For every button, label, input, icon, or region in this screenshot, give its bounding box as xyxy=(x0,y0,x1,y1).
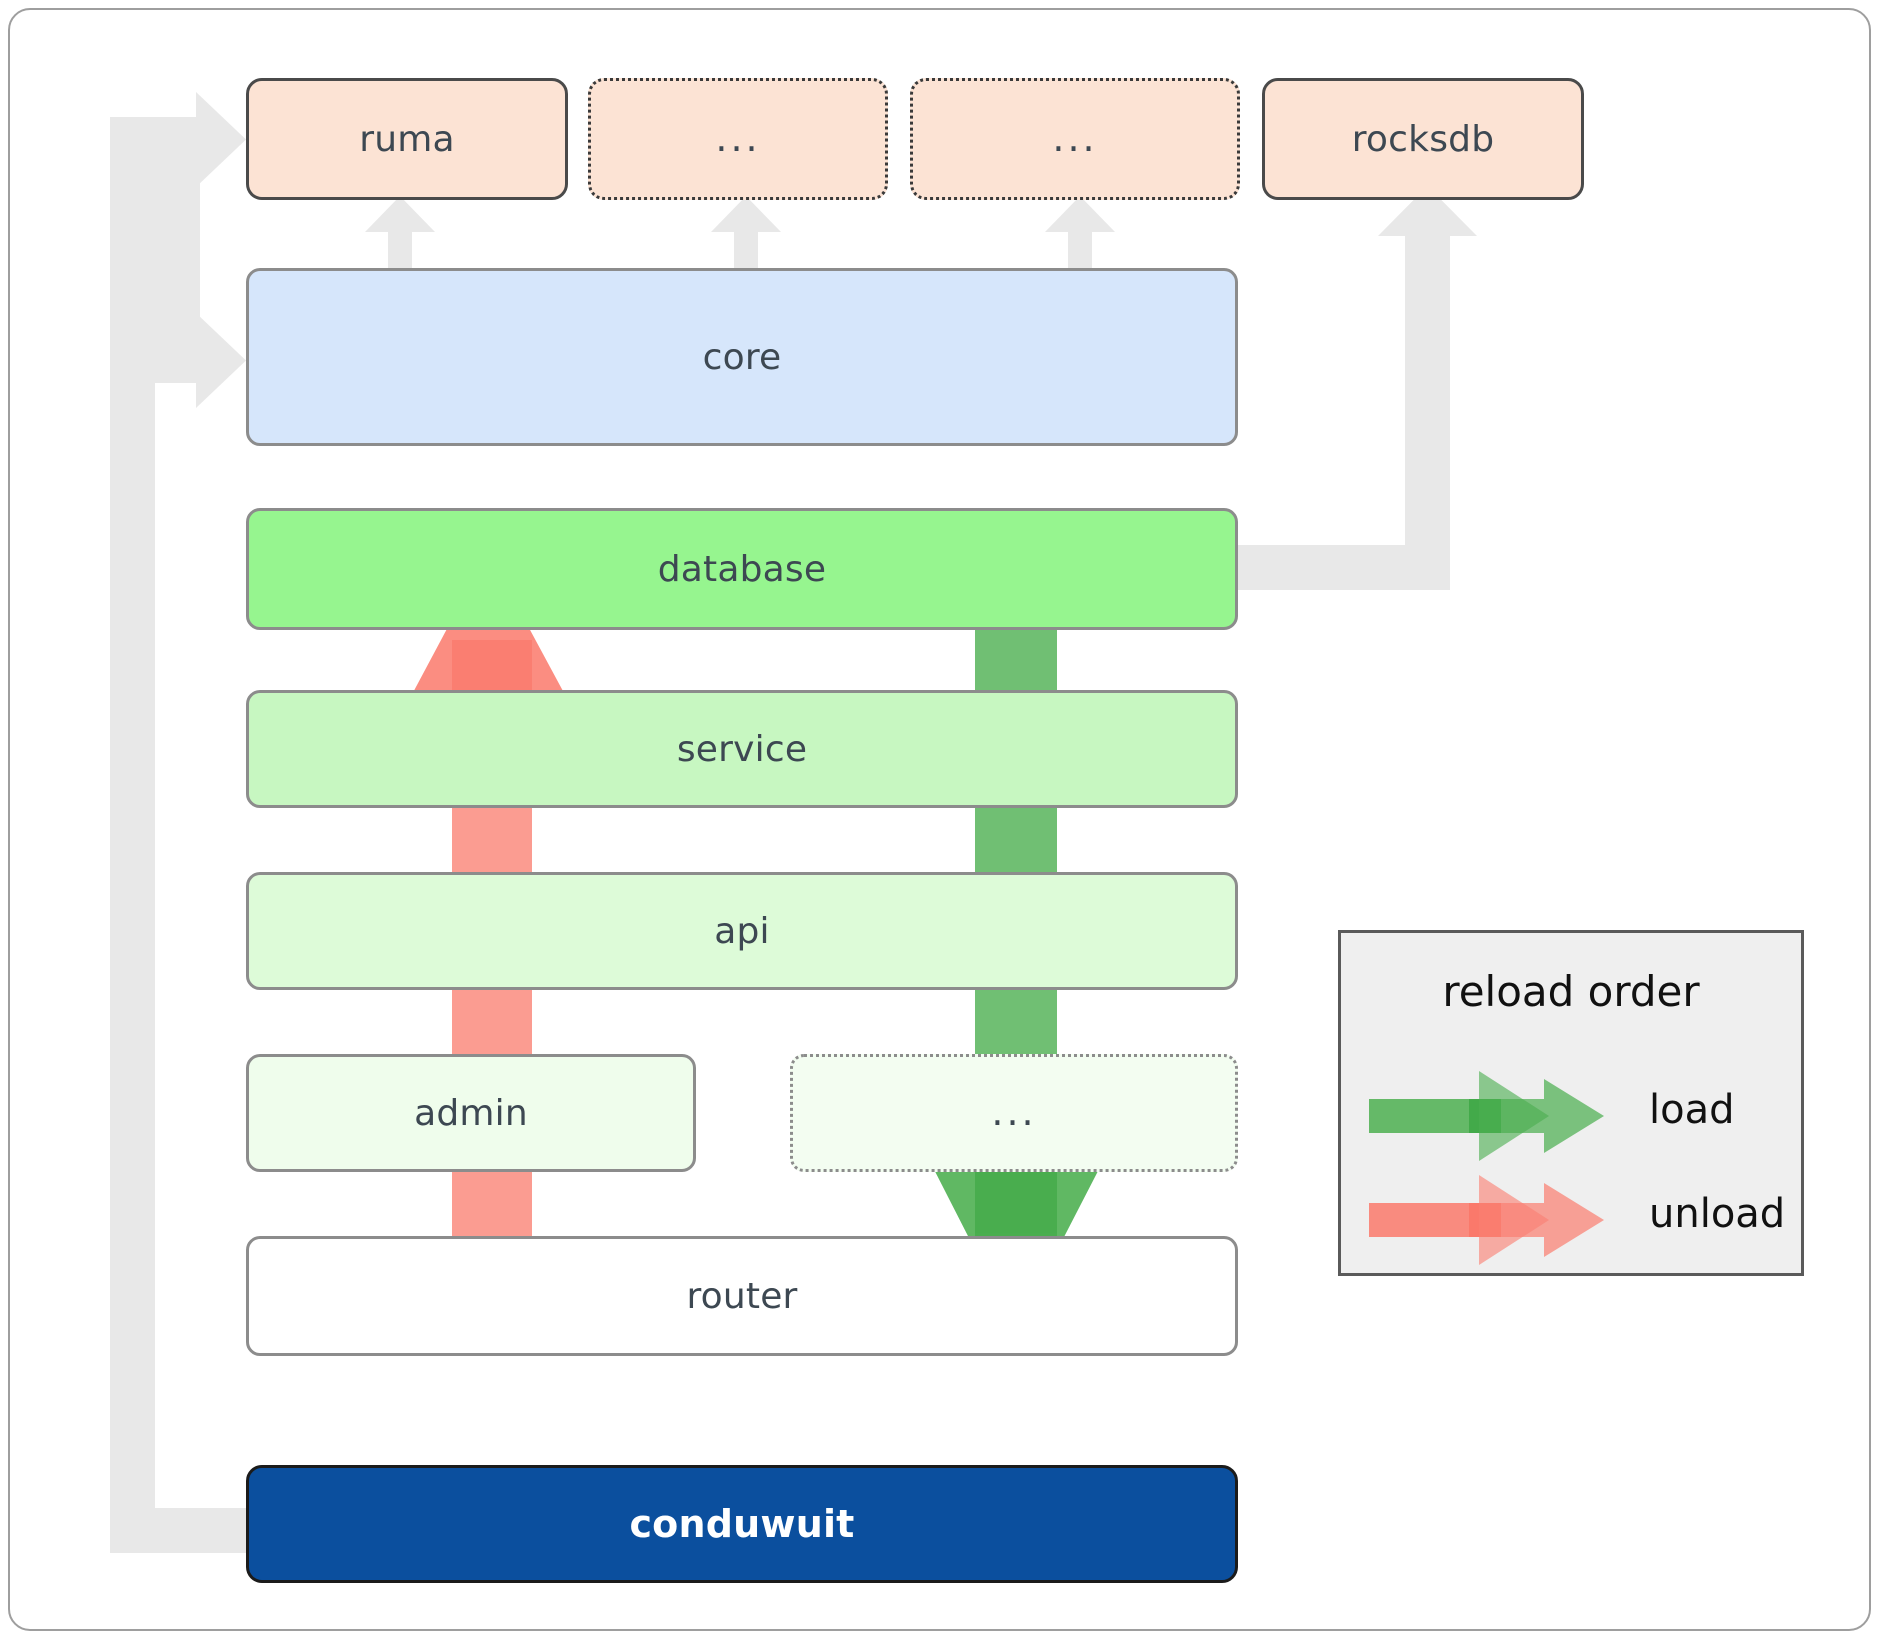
dependency-node-rocksdb[interactable]: rocksdb xyxy=(1262,78,1584,200)
stack-node-router[interactable]: router xyxy=(246,1236,1238,1356)
legend-load-arrow-icon xyxy=(1369,1071,1604,1161)
dependency-node-ruma[interactable]: ruma xyxy=(246,78,568,200)
stack-label-core: core xyxy=(702,336,782,378)
stack-label-admin: admin xyxy=(414,1092,528,1134)
root-node-conduwuit[interactable]: conduwuit xyxy=(246,1465,1238,1583)
dependency-label-ruma: ruma xyxy=(359,118,455,160)
stack-label-ellipsis: ... xyxy=(991,1090,1037,1135)
stack-node-api[interactable]: api xyxy=(246,872,1238,990)
legend-row-load: load xyxy=(1341,1061,1801,1171)
legend-panel: reload order load unload xyxy=(1338,930,1804,1276)
stack-node-admin[interactable]: admin xyxy=(246,1054,696,1172)
stack-node-database[interactable]: database xyxy=(246,508,1238,630)
legend-row-unload: unload xyxy=(1341,1165,1801,1275)
legend-label-unload: unload xyxy=(1649,1191,1786,1237)
dependency-node-ellipsis-1[interactable]: ... xyxy=(588,78,888,200)
dependency-label-ellipsis-2: ... xyxy=(1052,116,1098,161)
legend-title: reload order xyxy=(1442,967,1700,1016)
stack-node-service[interactable]: service xyxy=(246,690,1238,808)
dependency-label-ellipsis-1: ... xyxy=(715,116,761,161)
dependency-node-ellipsis-2[interactable]: ... xyxy=(910,78,1240,200)
legend-label-load: load xyxy=(1649,1087,1735,1133)
stack-label-service: service xyxy=(676,728,808,770)
dependency-label-rocksdb: rocksdb xyxy=(1351,118,1495,160)
stack-node-ellipsis[interactable]: ... xyxy=(790,1054,1238,1172)
diagram-frame xyxy=(8,8,1871,1631)
root-label-conduwuit: conduwuit xyxy=(629,1502,855,1546)
legend-unload-arrow-icon xyxy=(1369,1175,1604,1265)
stack-label-database: database xyxy=(657,548,827,590)
stack-node-core[interactable]: core xyxy=(246,268,1238,446)
stack-label-router: router xyxy=(686,1275,798,1317)
stack-label-api: api xyxy=(714,910,770,952)
